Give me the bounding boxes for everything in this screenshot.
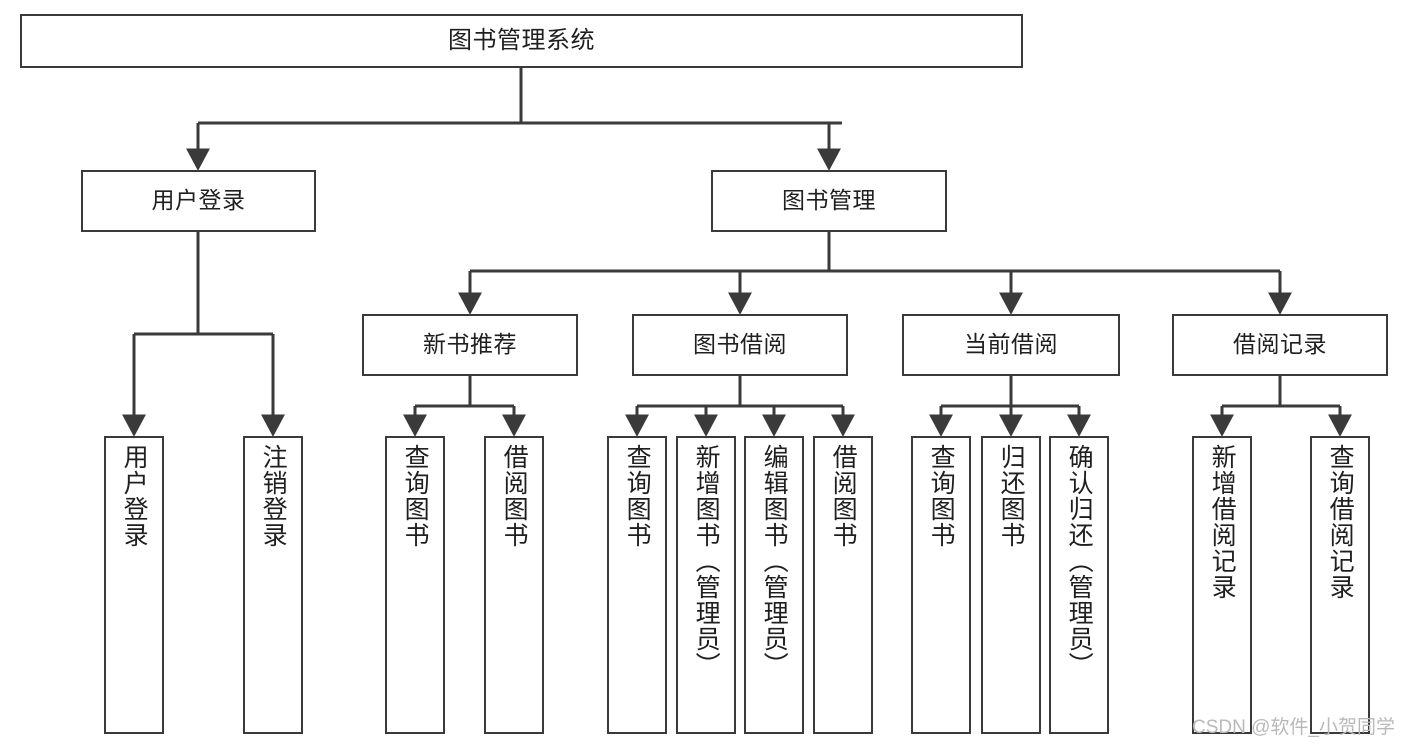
- node-leaf-user-logout[interactable]: 注销登录: [243, 436, 303, 734]
- node-book-manage-label: 图书管理: [782, 187, 876, 214]
- node-leaf-current-return-book[interactable]: 归还图书: [981, 436, 1041, 734]
- node-leaf-user-login[interactable]: 用户登录: [104, 436, 164, 734]
- node-leaf-user-login-label: 用户登录: [120, 444, 149, 548]
- node-book-manage[interactable]: 图书管理: [711, 170, 947, 232]
- node-root-label: 图书管理系统: [448, 26, 595, 54]
- node-user-login[interactable]: 用户登录: [81, 170, 316, 232]
- node-leaf-borrow-edit-book-label: 编辑图书（管理员）: [760, 444, 789, 678]
- node-leaf-rec-query-book[interactable]: 查询图书: [385, 436, 445, 734]
- node-leaf-borrow-query-book[interactable]: 查询图书: [607, 436, 667, 734]
- node-leaf-borrow-add-book-label: 新增图书（管理员）: [692, 444, 721, 678]
- node-root[interactable]: 图书管理系统: [20, 14, 1023, 68]
- node-borrow-record-label: 借阅记录: [1233, 331, 1327, 358]
- node-leaf-current-confirm-return-label: 确认归还（管理员）: [1065, 444, 1094, 678]
- node-current-borrow[interactable]: 当前借阅: [902, 314, 1120, 376]
- node-leaf-current-return-book-label: 归还图书: [997, 444, 1026, 548]
- node-book-borrow[interactable]: 图书借阅: [632, 314, 848, 376]
- node-leaf-current-confirm-return[interactable]: 确认归还（管理员）: [1049, 436, 1109, 734]
- node-leaf-rec-query-book-label: 查询图书: [401, 444, 430, 548]
- node-current-borrow-label: 当前借阅: [964, 331, 1058, 358]
- node-leaf-record-add-label: 新增借阅记录: [1208, 444, 1237, 600]
- node-leaf-borrow-query-book-label: 查询图书: [623, 444, 652, 548]
- node-user-login-label: 用户登录: [151, 187, 246, 214]
- node-leaf-current-query-book[interactable]: 查询图书: [911, 436, 971, 734]
- node-book-borrow-label: 图书借阅: [693, 331, 787, 358]
- node-new-book-rec[interactable]: 新书推荐: [362, 314, 578, 376]
- node-leaf-rec-borrow-book[interactable]: 借阅图书: [484, 436, 544, 734]
- csdn-watermark: CSDN @软件_小贺同学: [1192, 717, 1395, 738]
- node-leaf-borrow-borrow-book-label: 借阅图书: [829, 444, 858, 548]
- node-borrow-record[interactable]: 借阅记录: [1172, 314, 1388, 376]
- node-leaf-record-add[interactable]: 新增借阅记录: [1192, 436, 1252, 734]
- node-leaf-rec-borrow-book-label: 借阅图书: [500, 444, 529, 548]
- node-leaf-borrow-edit-book[interactable]: 编辑图书（管理员）: [744, 436, 804, 734]
- node-leaf-current-query-book-label: 查询图书: [927, 444, 956, 548]
- node-leaf-record-query[interactable]: 查询借阅记录: [1310, 436, 1370, 734]
- node-leaf-borrow-borrow-book[interactable]: 借阅图书: [813, 436, 873, 734]
- node-new-book-rec-label: 新书推荐: [423, 331, 517, 358]
- node-leaf-borrow-add-book[interactable]: 新增图书（管理员）: [676, 436, 736, 734]
- node-leaf-record-query-label: 查询借阅记录: [1326, 444, 1355, 600]
- node-leaf-user-logout-label: 注销登录: [259, 444, 288, 548]
